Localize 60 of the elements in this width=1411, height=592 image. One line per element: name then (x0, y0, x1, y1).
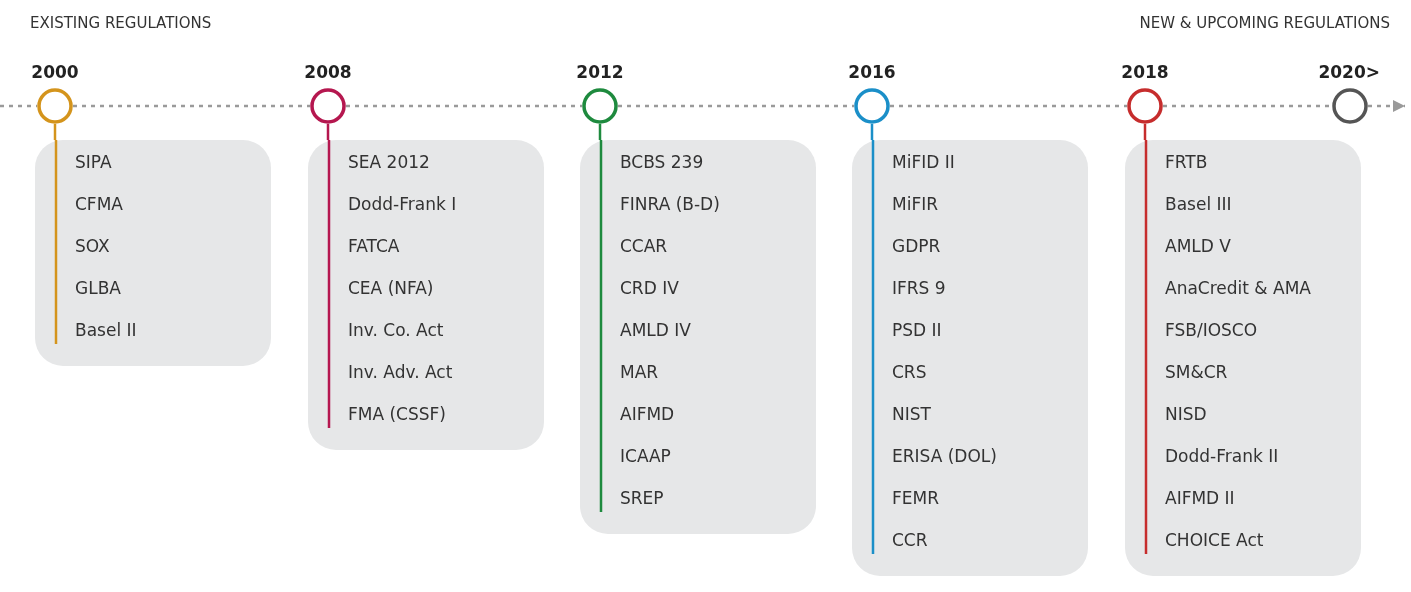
regulation-panel (35, 140, 271, 366)
regulation-label: CRD IV (620, 278, 679, 298)
regulation-label: FMA (CSSF) (348, 404, 446, 424)
regulation-label: NISD (1165, 404, 1207, 424)
regulation-label: CCR (892, 530, 928, 550)
section-heading: EXISTING REGULATIONS (30, 14, 212, 32)
regulation-label: CFMA (75, 194, 123, 214)
year-label: 2000 (31, 62, 79, 82)
regulation-label: FATCA (348, 236, 400, 256)
regulation-panel (308, 140, 544, 450)
regulation-label: SM&CR (1165, 362, 1228, 382)
regulation-label: CHOICE Act (1165, 530, 1264, 550)
regulation-label: SEA 2012 (348, 152, 430, 172)
year-label: 2018 (1121, 62, 1169, 82)
regulation-label: CRS (892, 362, 927, 382)
regulation-label: SIPA (75, 152, 112, 172)
regulation-label: AIFMD (620, 404, 675, 424)
regulation-label: GLBA (75, 278, 121, 298)
regulation-panel (852, 140, 1088, 576)
year-label: 2016 (848, 62, 896, 82)
year-label: 2020> (1318, 62, 1380, 82)
regulation-label: Dodd-Frank I (348, 194, 457, 214)
regulation-label: ERISA (DOL) (892, 446, 997, 466)
regulation-label: SOX (75, 236, 110, 256)
section-heading: NEW & UPCOMING REGULATIONS (1139, 14, 1390, 32)
regulation-label: GDPR (892, 236, 941, 256)
year-label: 2012 (576, 62, 624, 82)
regulation-label: FINRA (B-D) (620, 194, 720, 214)
year-label: 2008 (304, 62, 352, 82)
dotted-timeline (73, 104, 310, 108)
regulation-label: Basel II (75, 320, 137, 340)
regulation-label: IFRS 9 (892, 278, 946, 298)
regulation-label: Inv. Co. Act (348, 320, 444, 340)
regulation-label: AMLD IV (620, 320, 691, 340)
regulation-label: FEMR (892, 488, 939, 508)
regulation-label: Inv. Adv. Act (348, 362, 453, 382)
regulation-label: Dodd-Frank II (1165, 446, 1279, 466)
regulation-label: MiFID II (892, 152, 955, 172)
regulation-label: BCBS 239 (620, 152, 704, 172)
regulation-label: MAR (620, 362, 659, 382)
regulation-label: CCAR (620, 236, 668, 256)
dotted-timeline (890, 104, 1127, 108)
regulation-label: SREP (620, 488, 664, 508)
regulation-panel (1125, 140, 1361, 576)
regulation-label: Basel III (1165, 194, 1232, 214)
dotted-timeline (618, 104, 854, 108)
regulation-label: ICAAP (620, 446, 671, 466)
regulation-label: NIST (892, 404, 931, 424)
dotted-timeline (346, 104, 582, 108)
regulation-label: FSB/IOSCO (1165, 320, 1258, 340)
regulation-label: PSD II (892, 320, 942, 340)
regulation-label: MiFIR (892, 194, 938, 214)
regulation-label: FRTB (1165, 152, 1208, 172)
regulation-label: CEA (NFA) (348, 278, 434, 298)
dotted-timeline (1163, 104, 1332, 108)
dotted-timeline (1368, 99, 1405, 113)
regulation-label: AIFMD II (1165, 488, 1235, 508)
regulation-panel (580, 140, 816, 534)
regulation-label: AMLD V (1165, 236, 1231, 256)
regulation-label: AnaCredit & AMA (1165, 278, 1311, 298)
